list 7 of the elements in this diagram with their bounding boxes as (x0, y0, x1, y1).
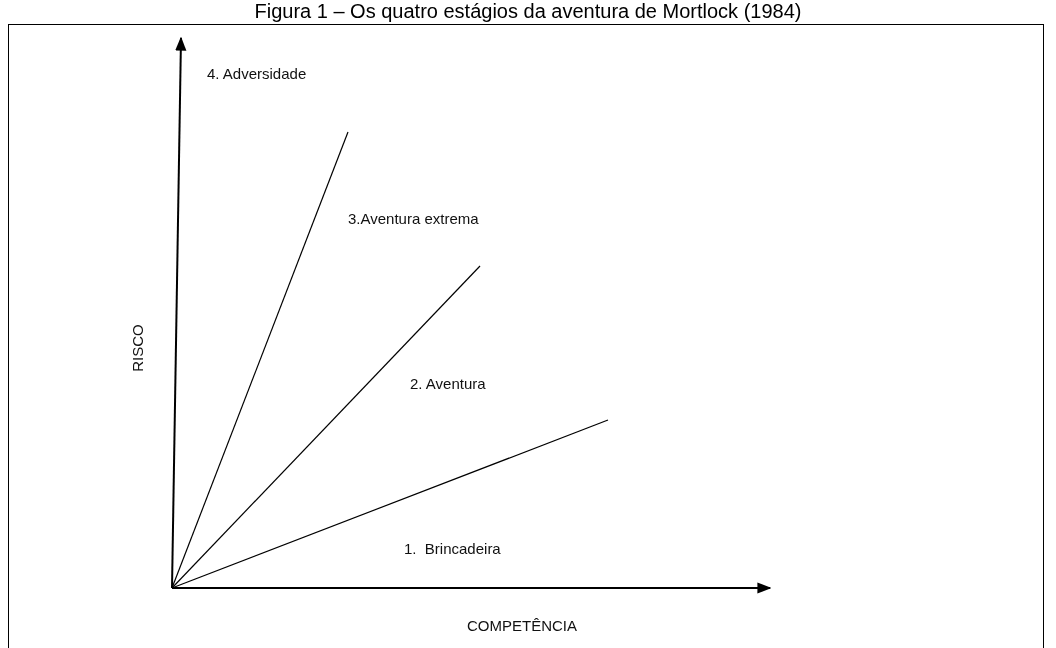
zone-label: 3.Aventura extrema (348, 210, 479, 228)
zone-label: 4. Adversidade (207, 65, 307, 83)
figure-title: Figura 1 – Os quatro estágios da aventura de Mortlock (1984) (253, 0, 803, 22)
axis-label: COMPETÊNCIA (467, 617, 577, 635)
zone-label: 1. Brincadeira (404, 540, 501, 558)
zone-label: 2. Aventura (410, 375, 486, 393)
axis-label: RISCO (128, 324, 147, 372)
